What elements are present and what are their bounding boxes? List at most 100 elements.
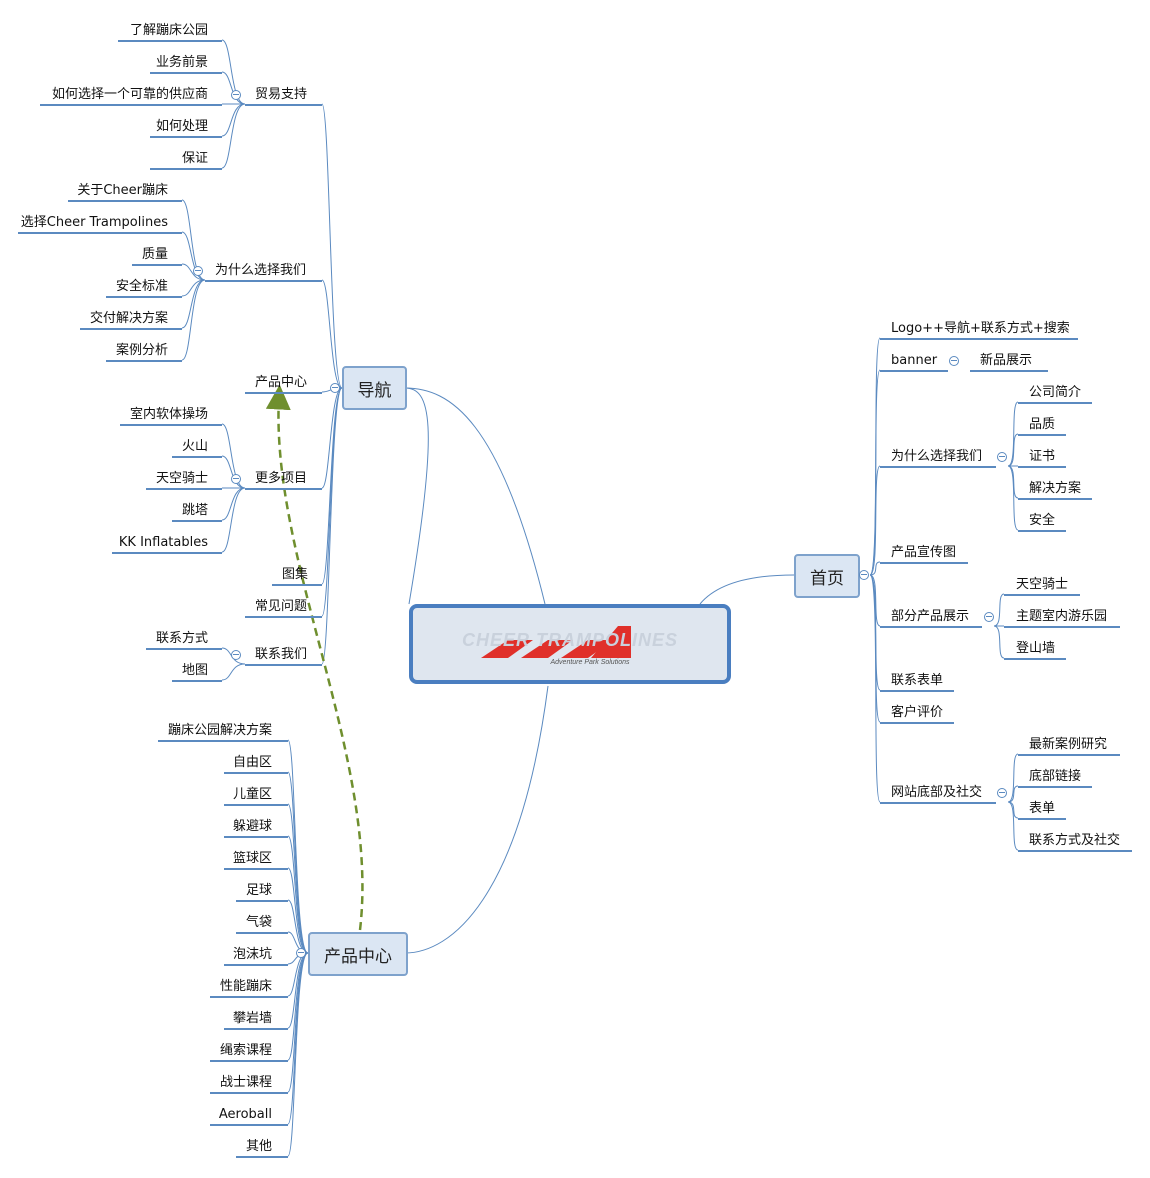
leaf-topic[interactable]: 泡沫坑 [232,947,272,962]
topic-underline [1004,594,1080,596]
subtopic-product-showcase[interactable]: 部分产品展示 [891,609,970,624]
leaf-topic[interactable]: 安全标准 [115,279,168,294]
connector-line [221,663,246,681]
leaf-topic[interactable]: KK Inflatables [118,535,208,550]
collapse-toggle-icon[interactable] [193,266,203,276]
leaf-topic[interactable]: 案例分析 [115,343,168,358]
topic-underline [150,136,222,138]
topic-underline [245,488,322,490]
leaf-topic[interactable]: 交付解决方案 [89,311,168,326]
topic-underline [1018,466,1066,468]
topic-underline [210,1124,288,1126]
topic-underline [236,900,288,902]
leaf-topic[interactable]: 如何选择一个可靠的供应商 [51,87,208,102]
collapse-toggle-icon[interactable] [997,452,1007,462]
leaf-topic[interactable]: 新品展示 [980,353,1033,368]
leaf-topic[interactable]: 天空骑士 [1016,577,1069,592]
leaf-topic[interactable]: 保证 [181,151,208,166]
topic-underline [880,338,1078,340]
collapse-toggle-icon[interactable] [949,356,959,366]
topic-underline [880,802,996,804]
leaf-topic[interactable]: 气袋 [245,915,272,930]
leaf-topic[interactable]: Aeroball [218,1107,272,1122]
leaf-topic[interactable]: 了解蹦床公园 [129,23,208,38]
leaf-topic[interactable]: 性能蹦床 [219,979,272,994]
leaf-topic[interactable]: 篮球区 [232,851,272,866]
leaf-topic[interactable]: 公司简介 [1029,385,1082,400]
connector-line [404,685,549,954]
leaf-topic[interactable]: 儿童区 [232,787,272,802]
collapse-toggle-icon[interactable] [296,948,306,958]
leaf-topic[interactable]: 表单 [1029,801,1056,816]
connector-line [869,574,881,627]
leaf-topic[interactable]: 绳索课程 [219,1043,272,1058]
leaf-topic[interactable]: 天空骑士 [155,471,208,486]
leaf-topic[interactable]: 登山墙 [1016,641,1056,656]
leaf-topic[interactable]: 关于Cheer蹦床 [77,183,168,198]
leaf-topic[interactable]: 安全 [1029,513,1056,528]
collapse-toggle-icon[interactable] [231,650,241,660]
leaf-topic[interactable]: 其他 [245,1139,272,1154]
subtopic-trade-support[interactable]: 贸易支持 [255,87,308,102]
leaf-topic[interactable]: 解决方案 [1029,481,1082,496]
leaf-topic[interactable]: 联系方式 [155,631,208,646]
topic-underline [1018,498,1092,500]
leaf-topic[interactable]: 如何处理 [155,119,208,134]
leaf-topic[interactable]: 业务前景 [155,55,208,70]
connector-line [993,625,1005,659]
leaf-topic[interactable]: 跳塔 [181,503,208,518]
subtopic-why-us[interactable]: 为什么选择我们 [891,449,983,464]
main-topic-product-center[interactable]: 产品中心 [308,932,408,976]
topic-underline [1018,530,1066,532]
connector-line [321,387,343,665]
collapse-toggle-icon[interactable] [984,612,994,622]
collapse-toggle-icon[interactable] [231,474,241,484]
subtopic-reviews[interactable]: 客户评价 [891,705,944,720]
subtopic-footer-social[interactable]: 网站底部及社交 [891,785,983,800]
topic-underline [880,626,982,628]
central-topic-logo[interactable]: CHEER TRAMPOLINES Adventure Park Solutio… [409,604,731,684]
leaf-topic[interactable]: 地图 [181,663,208,678]
main-topic-navigation[interactable]: 导航 [342,366,407,410]
subtopic-banner[interactable]: banner [891,353,938,368]
leaf-topic[interactable]: 联系方式及社交 [1029,833,1121,848]
connector-line [869,465,881,576]
logo-text: CHEER TRAMPOLINES [461,630,678,650]
topic-underline [224,772,288,774]
leaf-topic[interactable]: 最新案例研究 [1029,737,1108,752]
leaf-topic[interactable]: 蹦床公园解决方案 [167,723,272,738]
topic-underline [245,104,322,106]
leaf-topic[interactable]: 自由区 [232,755,272,770]
collapse-toggle-icon[interactable] [231,90,241,100]
leaf-topic[interactable]: 质量 [141,247,168,262]
connector-line [287,771,309,954]
subtopic-product-center[interactable]: 产品中心 [255,375,308,390]
subtopic-more-projects[interactable]: 更多项目 [255,471,308,486]
topic-underline [210,1060,288,1062]
leaf-topic[interactable]: 室内软体操场 [129,407,208,422]
leaf-topic[interactable]: 主题室内游乐园 [1016,609,1108,624]
leaf-topic[interactable]: 证书 [1029,449,1056,464]
subtopic-promo-image[interactable]: 产品宣传图 [891,545,957,560]
leaf-topic[interactable]: 足球 [245,883,272,898]
connector-line [699,574,795,605]
leaf-topic[interactable]: 底部链接 [1029,769,1082,784]
leaf-topic[interactable]: 火山 [181,439,208,454]
leaf-topic[interactable]: 品质 [1029,417,1056,432]
topic-underline [68,200,182,202]
leaf-topic[interactable]: 攀岩墙 [232,1011,272,1026]
collapse-toggle-icon[interactable] [859,570,869,580]
leaf-topic[interactable]: 躲避球 [232,819,272,834]
topic-underline [245,392,322,394]
subtopic-why-us[interactable]: 为什么选择我们 [215,263,307,278]
subtopic-gallery[interactable]: 图集 [282,567,309,582]
subtopic-logo-nav-search[interactable]: Logo++导航+联系方式+搜索 [891,321,1070,336]
main-topic-home[interactable]: 首页 [794,554,860,598]
collapse-toggle-icon[interactable] [330,383,340,393]
subtopic-faq[interactable]: 常见问题 [255,599,308,614]
leaf-topic[interactable]: 战士课程 [219,1075,272,1090]
subtopic-contact-form[interactable]: 联系表单 [891,673,944,688]
subtopic-contact[interactable]: 联系我们 [255,647,308,662]
collapse-toggle-icon[interactable] [997,788,1007,798]
leaf-topic[interactable]: 选择Cheer Trampolines [20,215,168,230]
